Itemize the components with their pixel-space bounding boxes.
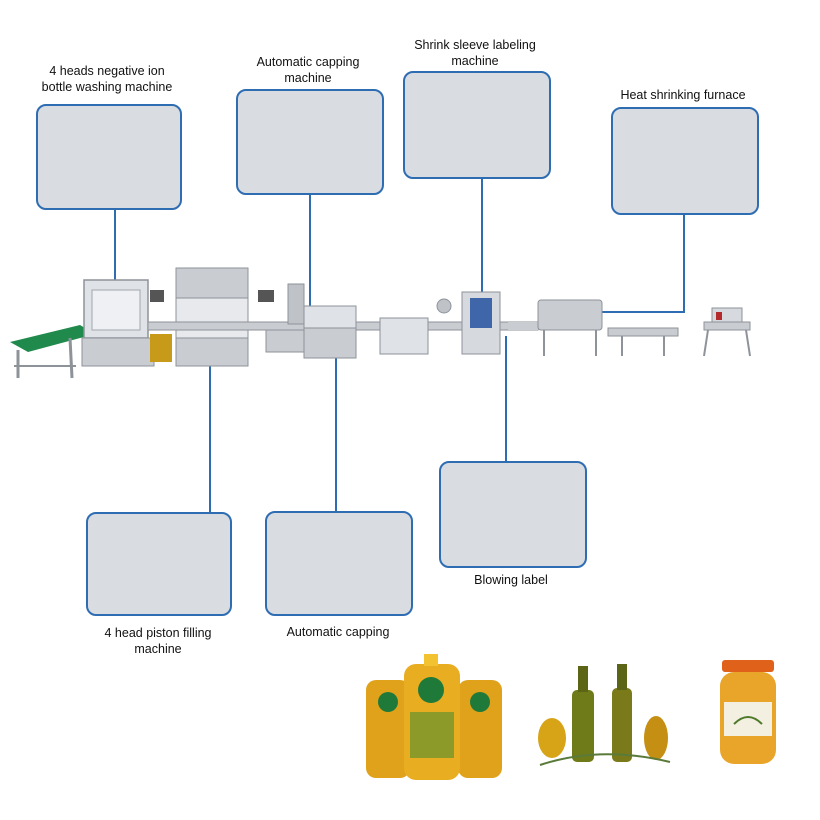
outfeed-conveyor: [607, 327, 679, 356]
photo-piston-filling-machine: [86, 512, 232, 616]
labeling-unit: [379, 291, 501, 355]
olive-oil-bottles-icon: [538, 664, 671, 766]
connector-lines: [114, 176, 685, 512]
label-heat-furnace: Heat shrinking furnace: [603, 87, 763, 103]
photo-heat-shrinking-furnace: [611, 107, 759, 215]
honey-jar-icon: [720, 660, 776, 764]
label-piston-filling: 4 head piston filling machine: [78, 625, 238, 657]
label-capping-machine: Automatic capping machine: [228, 54, 388, 86]
cooking-oil-jugs-icon: [366, 654, 502, 780]
connector-heat-furnace: [600, 212, 685, 313]
label-blowing-label: Blowing label: [431, 572, 591, 588]
label-washing-line-2: bottle washing machine: [41, 80, 173, 94]
label-heat-furnace-line-1: Heat shrinking furnace: [620, 88, 746, 102]
washing-machine-unit: [81, 279, 172, 367]
infeed-conveyor: [10, 325, 95, 379]
piston-filling-unit: [150, 267, 274, 367]
photo-washing-machine: [36, 104, 182, 210]
label-capping-machine-line-2: machine: [284, 71, 332, 85]
label-piston-filling-line-1: 4 head piston filling: [104, 626, 212, 640]
label-washing-line-1: 4 heads negative ion: [49, 64, 165, 78]
label-shrink-labeling: Shrink sleeve labeling machine: [395, 37, 555, 69]
heat-shrink-tunnel: [508, 299, 603, 356]
label-shrink-labeling-line-2: machine: [451, 54, 499, 68]
label-shrink-labeling-line-1: Shrink sleeve labeling: [414, 38, 536, 52]
photo-shrink-labeling-machine: [403, 71, 551, 179]
label-capping-machine-line-1: Automatic capping: [256, 55, 360, 69]
photo-automatic-capping: [265, 511, 413, 616]
label-washing-machine: 4 heads negative ion bottle washing mach…: [27, 63, 187, 95]
photo-blowing-label: [439, 461, 587, 568]
label-auto-capping-line-1: Automatic capping: [286, 625, 390, 639]
label-piston-filling-line-2: machine: [134, 642, 182, 656]
carton-sealer: [703, 307, 751, 357]
photo-capping-machine: [236, 89, 384, 195]
capping-machine-unit: [265, 283, 357, 359]
label-blowing-label-line-1: Blowing label: [474, 573, 548, 587]
label-auto-capping: Automatic capping: [258, 624, 418, 640]
